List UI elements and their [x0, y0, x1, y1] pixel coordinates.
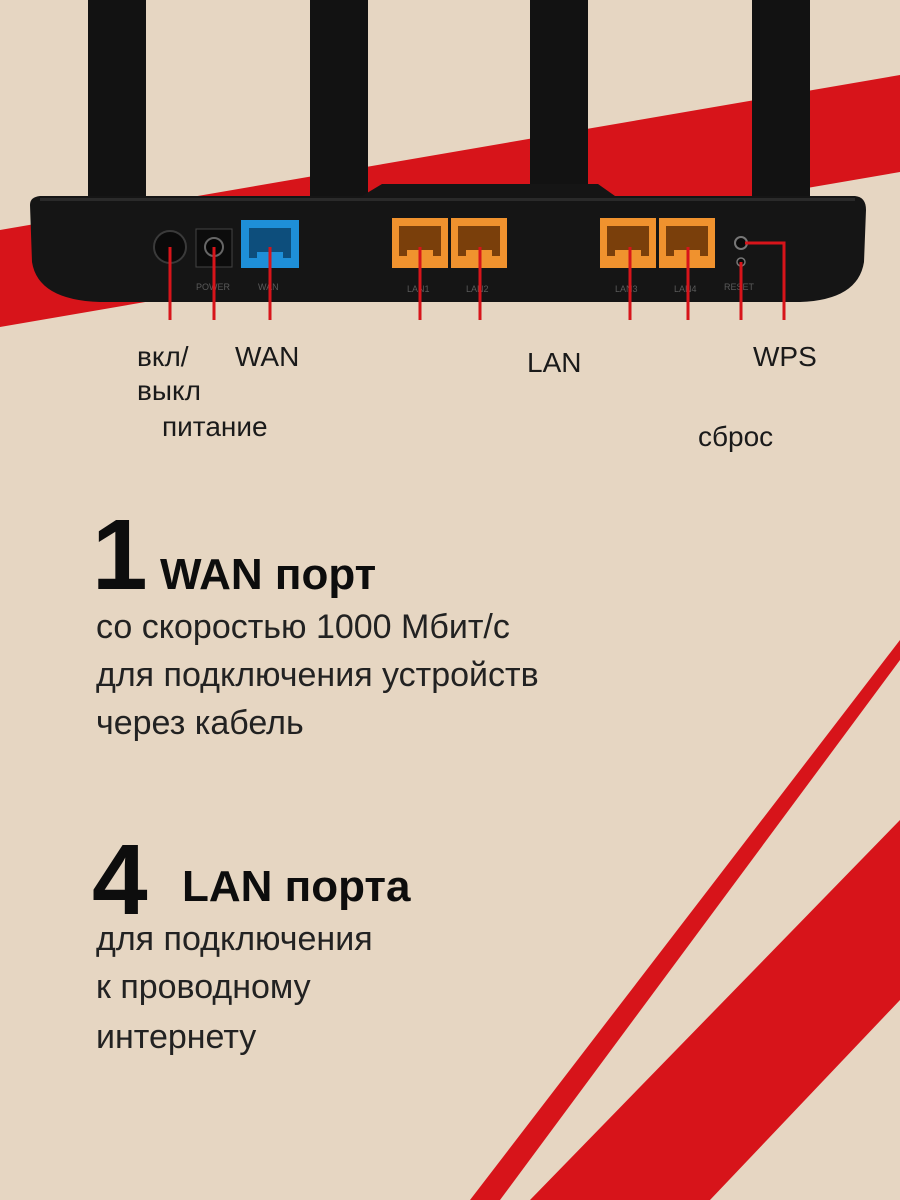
- power-label: питание: [162, 411, 268, 442]
- router-body-highlight: [40, 198, 855, 201]
- lan-feature-line-3: интернету: [96, 1018, 257, 1056]
- router-rear-panel: POWER WAN LAN1 LAN2 LAN3 LAN4 RESET: [30, 0, 866, 320]
- lan-feature-title: LAN порта: [182, 862, 411, 911]
- lan-feature-line-1: для подключения: [96, 920, 373, 958]
- port-label-lan1: LAN1: [407, 284, 430, 294]
- lan-label: LAN: [527, 347, 582, 378]
- lan-port-3: [600, 218, 656, 268]
- onoff-label: вкл/ выкл: [137, 340, 201, 408]
- port-label-lan2: LAN2: [466, 284, 489, 294]
- wan-feature-line-2: для подключения устройств: [96, 656, 539, 694]
- wan-feature-number: 1: [92, 499, 148, 611]
- lan-feature-number: 4: [92, 824, 148, 936]
- lan-callout-bracket-right: [628, 247, 690, 320]
- port-label-lan3: LAN3: [615, 284, 638, 294]
- wps-label: WPS: [753, 341, 817, 372]
- wan-feature-line-3: через кабель: [96, 704, 304, 742]
- bottom-red-stripe-thin: [470, 640, 900, 1200]
- port-label-reset: RESET: [724, 282, 755, 292]
- wan-feature-line-1: со скоростью 1000 Мбит/с: [96, 608, 510, 646]
- port-label-wan: WAN: [258, 282, 279, 292]
- wan-label: WAN: [235, 341, 300, 372]
- wps-callout-line: [745, 241, 786, 320]
- onoff-label-line1: вкл/: [137, 341, 189, 372]
- lan-callout-bracket-left: [418, 247, 482, 320]
- bottom-red-stripe-thick: [530, 820, 900, 1200]
- wan-feature-title: WAN порт: [160, 550, 377, 599]
- port-label-lan4: LAN4: [674, 284, 697, 294]
- reset-label: сброс: [698, 421, 774, 452]
- lan-feature-line-2: к проводному: [96, 968, 311, 1006]
- onoff-label-line2: выкл: [137, 375, 201, 406]
